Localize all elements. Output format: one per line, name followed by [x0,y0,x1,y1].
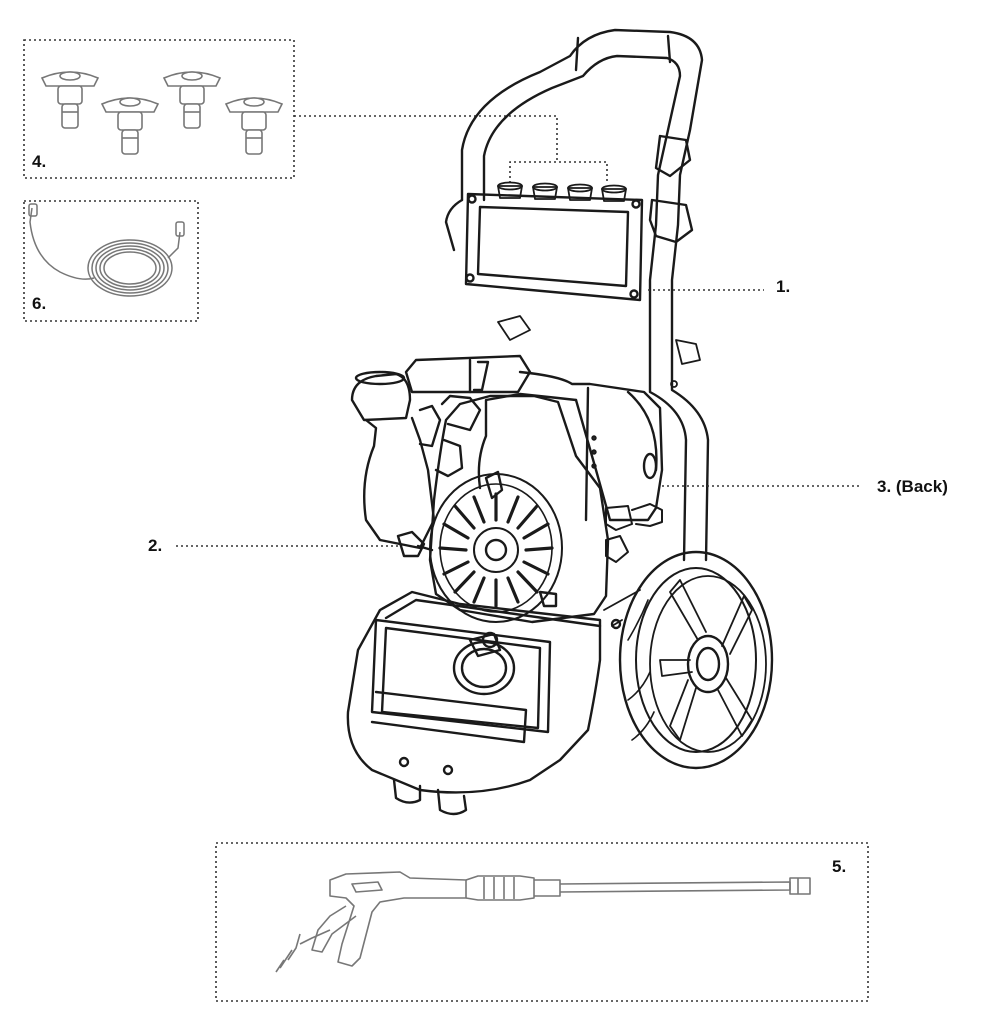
base-frame [346,590,602,816]
engine [404,354,664,522]
callout-3-label: 3. (Back) [877,477,948,496]
nozzle-holders [497,181,627,202]
recoil-starter [428,394,610,624]
spray-gun-box: 5. [215,842,869,1002]
nozzle-leader-line [294,115,608,183]
spray-gun-icon [275,871,811,973]
pump-fittings [605,503,663,563]
callout-leaders [176,289,862,547]
handle-frame [444,28,710,562]
pressure-washer-unit [346,28,774,816]
frame-knobs [497,315,701,388]
nozzle-tip-icon [162,71,222,129]
pull-start-handle [396,530,434,558]
control-panel [464,192,644,302]
callout-4-label: 4. [32,152,46,171]
nozzle-tip-icon [224,97,284,155]
fuel-tank [350,370,436,550]
nozzle-tip-icon [100,97,160,155]
nozzle-tips-box: 4. [23,39,295,179]
callout-6-label: 6. [32,294,46,313]
callout-1-label: 1. [776,277,790,296]
starter-vents [438,492,554,608]
callout-5-label: 5. [832,857,846,876]
hose-icon [28,203,185,297]
nozzle-tip-icon [40,71,100,129]
callout-2-label: 2. [148,536,162,555]
wheel [603,550,774,770]
hose-box: 6. [23,200,199,322]
